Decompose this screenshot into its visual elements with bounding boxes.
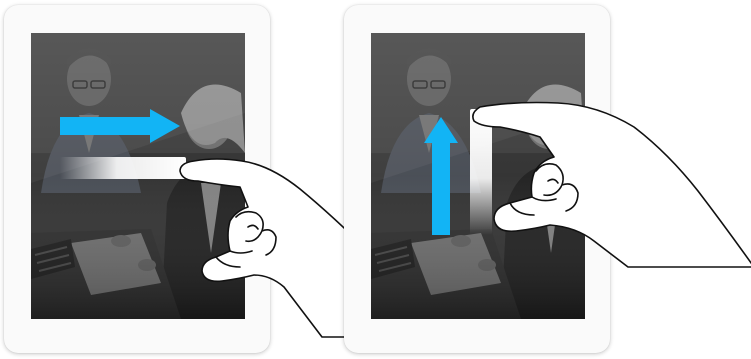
gesture-overlay-left: [4, 5, 270, 353]
hand-swipe-up-icon: [473, 103, 751, 268]
tablet-device-right: [344, 5, 610, 353]
motion-trail: [60, 157, 186, 179]
tablet-device-left: [4, 5, 270, 353]
arrow-up-icon: [424, 117, 458, 235]
motion-trail: [470, 109, 492, 235]
arrow-right-icon: [60, 109, 180, 143]
gesture-overlay-right: [344, 5, 610, 353]
